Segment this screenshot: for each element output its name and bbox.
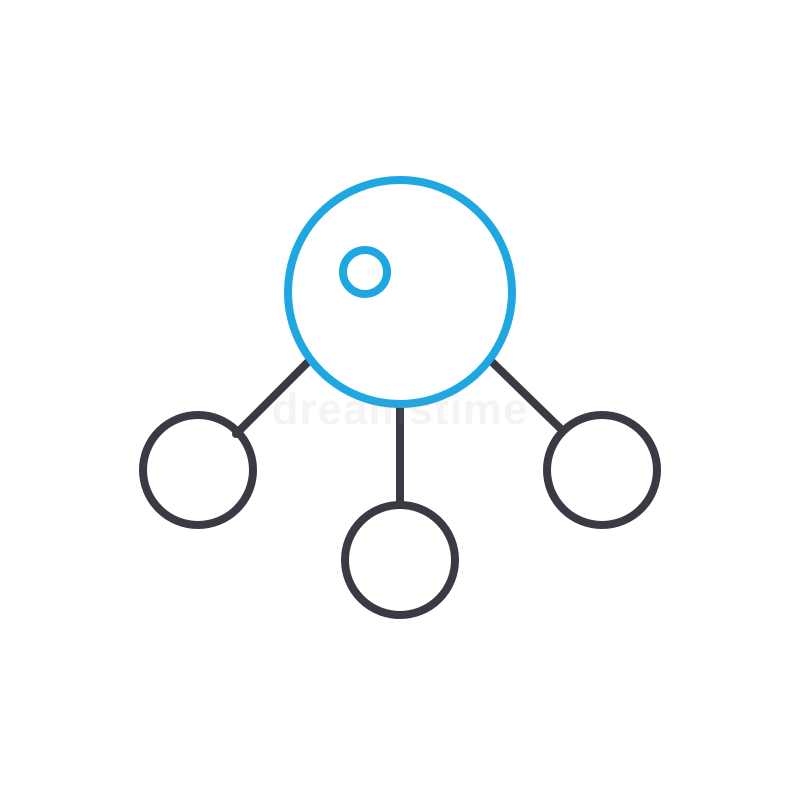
connector-line-right [486, 356, 566, 434]
node-circle-middle [341, 501, 459, 619]
connector-line-left [232, 356, 314, 438]
hub-circle [284, 176, 516, 408]
hub-inner-dot [339, 246, 391, 298]
node-circle-right [543, 411, 661, 529]
node-circle-left [139, 411, 257, 529]
